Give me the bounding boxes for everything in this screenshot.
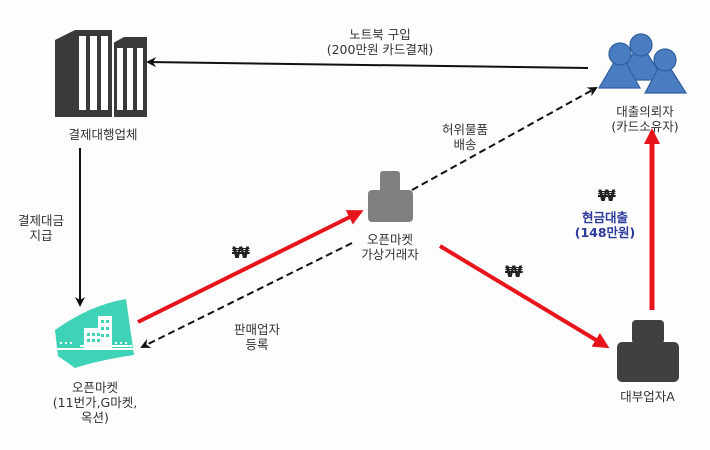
borrower-label: 대출의뢰자 (카드소유자) <box>590 104 700 134</box>
seller-registration-arrow <box>140 242 353 348</box>
fake-delivery-line1: 허위물품 <box>441 122 488 137</box>
seller-registration-line1: 판매업자 <box>233 322 280 337</box>
fake-trader-line1: 오픈마켓 <box>366 232 413 247</box>
cash-loan-line1: 현금대출 <box>581 210 628 225</box>
purchase-label: 노트북 구입 (200만원 카드결재) <box>300 27 460 57</box>
borrower-label-line1: 대출의뢰자 <box>616 104 674 119</box>
open-market-line3: 옥션) <box>81 410 109 425</box>
lender-person-icon <box>617 320 679 382</box>
fake-trader-line2: 가상거래자 <box>361 247 419 262</box>
purchase-label-line2: (200만원 카드결재) <box>326 42 434 57</box>
won-icon-cash-loan: ₩ <box>598 186 616 205</box>
payment-agency-label: 결제대행업체 <box>68 127 138 142</box>
fake-trader-label: 오픈마켓 가상거래자 <box>340 232 440 262</box>
seller-registration-label: 판매업자 등록 <box>222 322 292 352</box>
person-icon <box>368 171 413 222</box>
seller-registration-line2: 등록 <box>245 337 269 352</box>
cash-loan-line2: (148만원) <box>574 225 636 240</box>
purchase-arrow <box>146 57 589 69</box>
payment-label: 결제대금 지급 <box>5 213 77 243</box>
open-market-label: 오픈마켓 (11번가,G마켓, 옥션) <box>40 380 150 425</box>
money-arrow-trader-to-lender <box>438 244 610 349</box>
payment-label-line1: 결제대금 <box>17 213 64 228</box>
fake-delivery-line2: 배송 <box>453 137 477 152</box>
fake-delivery-label: 허위물품 배송 <box>430 122 500 152</box>
building-icon <box>53 299 134 368</box>
open-market-line1: 오픈마켓 <box>71 380 118 395</box>
lender-label: 대부업자A <box>620 389 675 404</box>
fake-delivery-arrow <box>411 87 598 191</box>
office-buildings-icon <box>55 30 147 117</box>
open-market-line2: (11번가,G마켓, <box>52 395 138 410</box>
won-icon-trader-lender: ₩ <box>505 262 523 281</box>
purchase-label-line1: 노트북 구입 <box>349 27 411 42</box>
people-group-icon <box>597 33 688 94</box>
money-arrow-market-to-trader <box>137 210 364 324</box>
cash-loan-label: 현금대출 (148만원) <box>565 210 645 240</box>
won-icon-market-trader: ₩ <box>232 243 250 262</box>
borrower-label-line2: (카드소유자) <box>611 119 679 134</box>
payment-label-line2: 지급 <box>29 228 53 243</box>
